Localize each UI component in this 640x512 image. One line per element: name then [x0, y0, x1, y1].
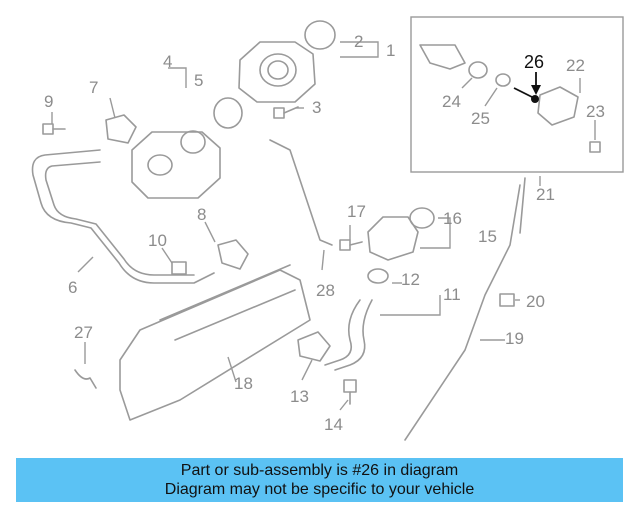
bolt-3: [273, 106, 299, 119]
callout-26: 26: [524, 52, 544, 72]
bolt-17: [339, 239, 363, 251]
callout-3: 3: [312, 98, 321, 117]
callout-9: 9: [44, 92, 53, 111]
callout-28: 28: [316, 281, 335, 300]
gasket-8: [217, 239, 249, 270]
coolant-pipe-11: [324, 299, 361, 366]
pipe-21: [519, 177, 526, 234]
bolt-23: [589, 141, 601, 153]
housing-15: [367, 216, 419, 261]
bolt-9: [42, 123, 66, 135]
callout-8: 8: [197, 205, 206, 224]
nut-20: [499, 293, 515, 307]
caption-line-1: Part or sub-assembly is #26 in diagram: [180, 462, 459, 479]
arrow-26-head: [531, 85, 541, 95]
callout-4: 4: [163, 52, 172, 71]
gasket-5: [213, 97, 243, 129]
callout-6: 6: [68, 278, 77, 297]
caption-line-2: Diagram may not be specific to your vehi…: [164, 481, 475, 498]
callout-22: 22: [566, 56, 585, 75]
egr-valve-upper: [238, 41, 316, 103]
callout-15: 15: [478, 227, 497, 246]
bolt-14: [343, 379, 357, 405]
callout-12: 12: [401, 270, 420, 289]
nut-10: [171, 261, 187, 275]
callout-14: 14: [324, 415, 343, 434]
callout-27: 27: [74, 323, 93, 342]
callout-7: 7: [89, 78, 98, 97]
seal-12: [367, 268, 389, 284]
gasket-2: [304, 20, 336, 50]
caption-banner: Part or sub-assembly is #26 in diagram D…: [16, 458, 623, 502]
leader-lines: [51, 41, 596, 411]
callout-2: 2: [354, 32, 363, 51]
parts-diagram: 1 2 3 4 5 6 7 8 9 10 11 12 13 14 15 16 1…: [31, 16, 624, 441]
inset-detail-box: [410, 16, 624, 173]
tube-19: [404, 184, 521, 441]
callout-20: 20: [526, 292, 545, 311]
gasket-7: [105, 114, 137, 144]
callout-10: 10: [148, 231, 167, 250]
egr-cooler-18: [119, 264, 311, 421]
callout-21: 21: [536, 185, 555, 204]
callout-11: 11: [443, 285, 461, 304]
callout-1: 1: [386, 41, 395, 60]
callout-25: 25: [471, 109, 490, 128]
callout-19: 19: [505, 329, 524, 348]
callout-13: 13: [290, 387, 309, 406]
callout-18: 18: [234, 374, 253, 393]
pressure-sensor-22: [537, 86, 579, 126]
callout-23: 23: [586, 102, 605, 121]
callout-17: 17: [347, 202, 366, 221]
callout-16: 16: [443, 209, 462, 228]
sleeve-25: [495, 73, 511, 87]
screw-26: [513, 87, 539, 103]
egr-pipe-6: [31, 149, 215, 284]
egr-valve-lower: [131, 130, 221, 199]
callout-24: 24: [442, 92, 461, 111]
bracket-28: [269, 139, 333, 246]
gasket-13: [297, 331, 331, 362]
gasket-16: [409, 207, 435, 229]
bracket-24: [419, 44, 466, 70]
callout-5: 5: [194, 71, 203, 90]
sensor-27: [74, 369, 97, 389]
